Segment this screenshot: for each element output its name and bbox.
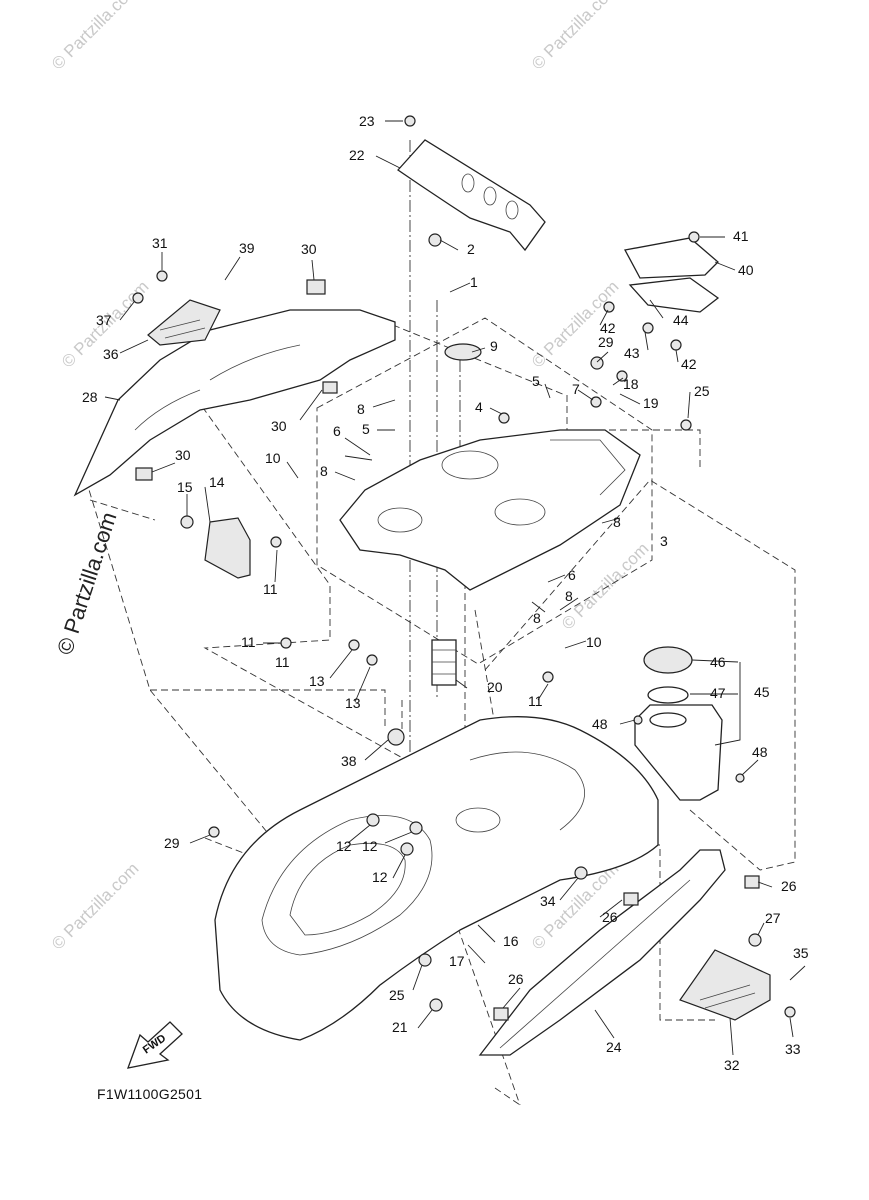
callout-9: 9 [490,338,498,354]
callout-17: 17 [449,953,465,969]
callout-3: 3 [660,533,668,549]
callout-28: 28 [82,389,98,405]
callout-8: 8 [613,514,621,530]
callout-47: 47 [710,685,726,701]
callout-30: 30 [271,418,287,434]
callout-31: 31 [152,235,168,251]
callout-35: 35 [793,945,809,961]
part-hatch-cover-40 [624,237,719,279]
callout-45: 45 [754,684,770,700]
callout-6: 6 [568,567,576,583]
callout-32: 32 [724,1057,740,1073]
part-gasket-44 [628,277,720,313]
callout-27: 27 [765,910,781,926]
callout-18: 18 [623,376,639,392]
callout-24: 24 [606,1039,622,1055]
callout-12: 12 [362,838,378,854]
part-grille-36 [147,299,221,346]
part-hull-deck [214,716,659,1041]
callout-42: 42 [600,320,616,336]
callout-5: 5 [362,421,370,437]
callout-30: 30 [301,241,317,257]
callout-25: 25 [389,987,405,1003]
fwd-arrow: FWD [126,1021,183,1069]
callout-11: 11 [528,693,543,709]
callout-8: 8 [357,401,365,417]
callout-11: 11 [241,634,256,650]
callout-2: 2 [467,241,475,257]
callout-41: 41 [733,228,749,244]
callout-13: 13 [309,673,325,689]
callout-37: 37 [96,312,112,328]
callout-4: 4 [475,399,483,415]
callout-15: 15 [177,479,193,495]
callout-1: 1 [470,274,478,290]
callout-48: 48 [592,716,608,732]
part-cap-46 [643,646,693,674]
diagram-code: F1W1100G2501 [97,1086,203,1102]
part-rear-deck-panel-28 [73,309,396,497]
callout-29: 29 [598,334,614,350]
callout-21: 21 [392,1019,408,1035]
callout-14: 14 [209,474,225,490]
callout-20: 20 [487,679,503,695]
callout-46: 46 [710,654,726,670]
part-o-ring-47 [647,686,689,704]
callout-29: 29 [164,835,180,851]
callout-11: 11 [263,581,278,597]
callout-6: 6 [333,423,341,439]
callout-26: 26 [508,971,524,987]
callout-42: 42 [681,356,697,372]
callout-36: 36 [103,346,119,362]
callout-25: 25 [694,383,710,399]
part-strap-20 [431,639,457,686]
callout-12: 12 [336,838,352,854]
callout-8: 8 [533,610,541,626]
callout-19: 19 [643,395,659,411]
part-upper-deck-3 [339,429,641,591]
callout-7: 7 [572,381,580,397]
part-seat-cover-22 [397,139,546,252]
part-side-panel-24 [478,849,726,1056]
part-grille-32 [679,949,771,1021]
callout-8: 8 [565,588,573,604]
callout-40: 40 [738,262,754,278]
callout-44: 44 [673,312,689,328]
callout-38: 38 [341,753,357,769]
callout-16: 16 [503,933,519,949]
part-reservoir-tank-45 [634,704,723,801]
callout-10: 10 [265,450,281,466]
callout-5: 5 [532,373,540,389]
callout-39: 39 [239,240,255,256]
callout-33: 33 [785,1041,801,1057]
callout-22: 22 [349,147,365,163]
callout-23: 23 [359,113,375,129]
callout-48: 48 [752,744,768,760]
callout-30: 30 [175,447,191,463]
callout-43: 43 [624,345,640,361]
callout-13: 13 [345,695,361,711]
leader-lines [104,120,806,1056]
callout-12: 12 [372,869,388,885]
callout-26: 26 [781,878,797,894]
callout-34: 34 [540,893,556,909]
callout-8: 8 [320,463,328,479]
callout-26: 26 [602,909,618,925]
callout-11: 11 [275,654,290,670]
callout-10: 10 [586,634,602,650]
part-bracket-14 [204,517,251,579]
